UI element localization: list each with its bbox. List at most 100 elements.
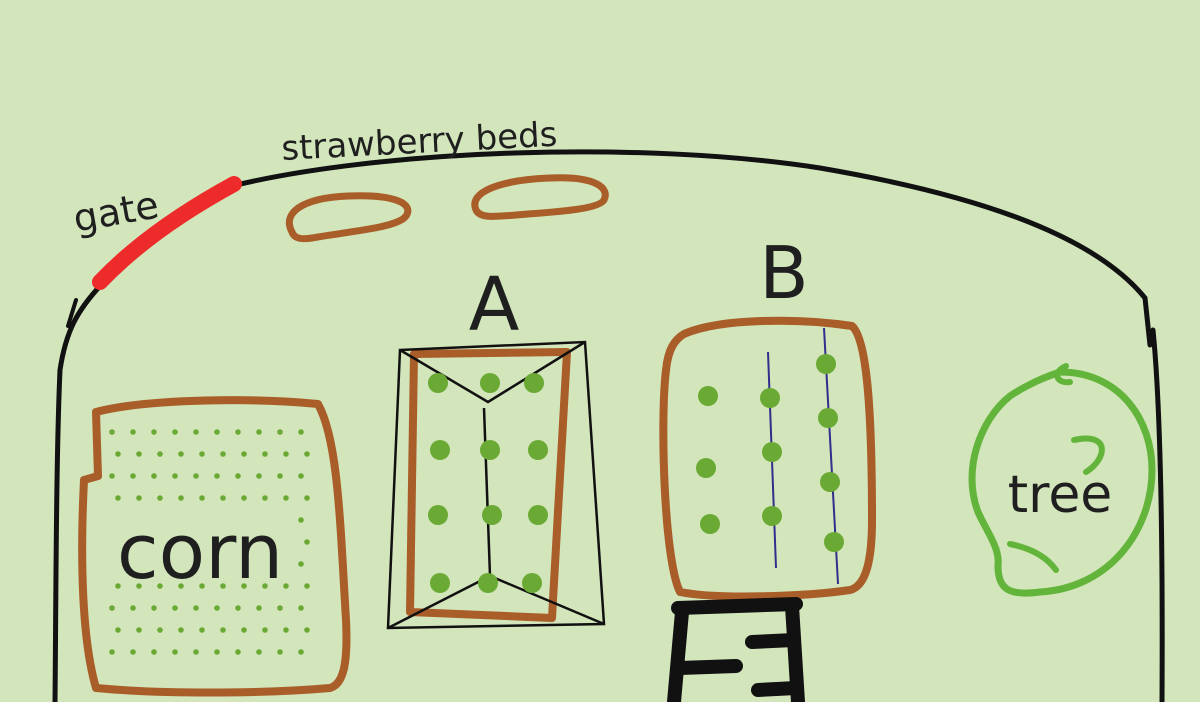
corn-plant bbox=[136, 451, 142, 457]
bed-a-plant bbox=[524, 373, 544, 393]
corn-plant bbox=[157, 451, 163, 457]
corn-plant bbox=[262, 583, 268, 589]
corn-plant bbox=[172, 649, 178, 655]
corn-plant bbox=[298, 649, 304, 655]
bed-a-plant bbox=[480, 373, 500, 393]
corn-plant bbox=[199, 495, 205, 501]
corn-plant bbox=[256, 473, 262, 479]
corn-plant bbox=[214, 649, 220, 655]
corn-bed-border bbox=[78, 396, 351, 697]
corn-plant bbox=[283, 627, 289, 633]
corn-plant bbox=[256, 605, 262, 611]
corn-plant bbox=[109, 429, 115, 435]
corn-plant bbox=[115, 583, 121, 589]
corn-plant bbox=[220, 627, 226, 633]
corn-plant bbox=[199, 583, 205, 589]
bed-a-border bbox=[406, 348, 571, 622]
bed-b-plant bbox=[824, 532, 844, 552]
bed-b-plant bbox=[820, 472, 840, 492]
corn-plant bbox=[157, 495, 163, 501]
corn-plant bbox=[304, 627, 310, 633]
corn-plant bbox=[235, 649, 241, 655]
bed-a-plant bbox=[528, 505, 548, 525]
bed-a-plant bbox=[430, 440, 450, 460]
bed-b-border bbox=[659, 316, 876, 601]
corn-plant bbox=[235, 429, 241, 435]
bed-a-plant bbox=[482, 505, 502, 525]
corn-label: corn bbox=[117, 507, 283, 596]
corn-plant bbox=[304, 451, 310, 457]
corn-plant bbox=[235, 473, 241, 479]
bed-b-plant bbox=[762, 506, 782, 526]
tree-branch-2 bbox=[1007, 541, 1059, 573]
corn-plant bbox=[298, 473, 304, 479]
corn-plant bbox=[214, 605, 220, 611]
corn-plant bbox=[157, 583, 163, 589]
corn-plant bbox=[151, 429, 157, 435]
corn-plant bbox=[199, 451, 205, 457]
gate-marker bbox=[92, 176, 242, 290]
corn-plant bbox=[220, 451, 226, 457]
corn-plant bbox=[172, 429, 178, 435]
bed-b-plants bbox=[696, 354, 844, 552]
bed-b-plant bbox=[816, 354, 836, 374]
corn-plant bbox=[130, 473, 136, 479]
corn-plant bbox=[172, 605, 178, 611]
corn-plant bbox=[178, 451, 184, 457]
tree-top-curl bbox=[1054, 363, 1073, 386]
corn-plant bbox=[241, 451, 247, 457]
garden-fence-left-tick bbox=[66, 298, 78, 328]
bed-a-plant bbox=[528, 440, 548, 460]
corn-plant bbox=[172, 473, 178, 479]
corn-plant bbox=[256, 649, 262, 655]
corn-plant bbox=[283, 583, 289, 589]
corn-plant bbox=[109, 605, 115, 611]
bed-a-plant bbox=[480, 440, 500, 460]
tree-outline bbox=[968, 368, 1156, 597]
corn-plant bbox=[241, 627, 247, 633]
corn-plant bbox=[130, 429, 136, 435]
corn-plant bbox=[157, 627, 163, 633]
corn-plant bbox=[220, 495, 226, 501]
corn-plant bbox=[193, 473, 199, 479]
tree-branch-1 bbox=[1071, 435, 1105, 475]
corn-plant bbox=[298, 429, 304, 435]
corn-plant bbox=[151, 473, 157, 479]
corn-plant bbox=[136, 627, 142, 633]
corn-plant bbox=[256, 429, 262, 435]
bed-b-plant bbox=[818, 408, 838, 428]
corn-plant bbox=[115, 451, 121, 457]
bed-b-plant bbox=[700, 514, 720, 534]
corn-plant bbox=[109, 649, 115, 655]
corn-plant bbox=[214, 429, 220, 435]
corn-plant bbox=[115, 495, 121, 501]
tree-label: tree bbox=[1008, 465, 1113, 525]
corn-plant bbox=[298, 517, 304, 523]
corn-plant bbox=[178, 627, 184, 633]
corn-plant bbox=[262, 495, 268, 501]
bed-a-plants bbox=[428, 373, 548, 593]
corn-plant bbox=[298, 605, 304, 611]
strawberry-beds-label: strawberry beds bbox=[280, 115, 558, 169]
bed-b-plant bbox=[696, 458, 716, 478]
corn-plants bbox=[109, 429, 310, 655]
bed-a-plant bbox=[428, 505, 448, 525]
corn-plant bbox=[277, 429, 283, 435]
corn-plant bbox=[304, 583, 310, 589]
corn-plant bbox=[283, 451, 289, 457]
strawberry-bed-1 bbox=[285, 192, 412, 243]
corn-plant bbox=[193, 429, 199, 435]
garden-fence bbox=[229, 149, 1153, 348]
corn-plant bbox=[109, 473, 115, 479]
corn-plant bbox=[283, 495, 289, 501]
corn-plant bbox=[130, 649, 136, 655]
corn-plant bbox=[178, 583, 184, 589]
bed-b-plant bbox=[760, 388, 780, 408]
corn-plant bbox=[151, 605, 157, 611]
garden-fence-left bbox=[52, 283, 103, 702]
corn-plant bbox=[136, 495, 142, 501]
corn-plant bbox=[298, 561, 304, 567]
corn-plant bbox=[220, 583, 226, 589]
bed-b-plant bbox=[698, 386, 718, 406]
bed-a-plant bbox=[522, 573, 542, 593]
